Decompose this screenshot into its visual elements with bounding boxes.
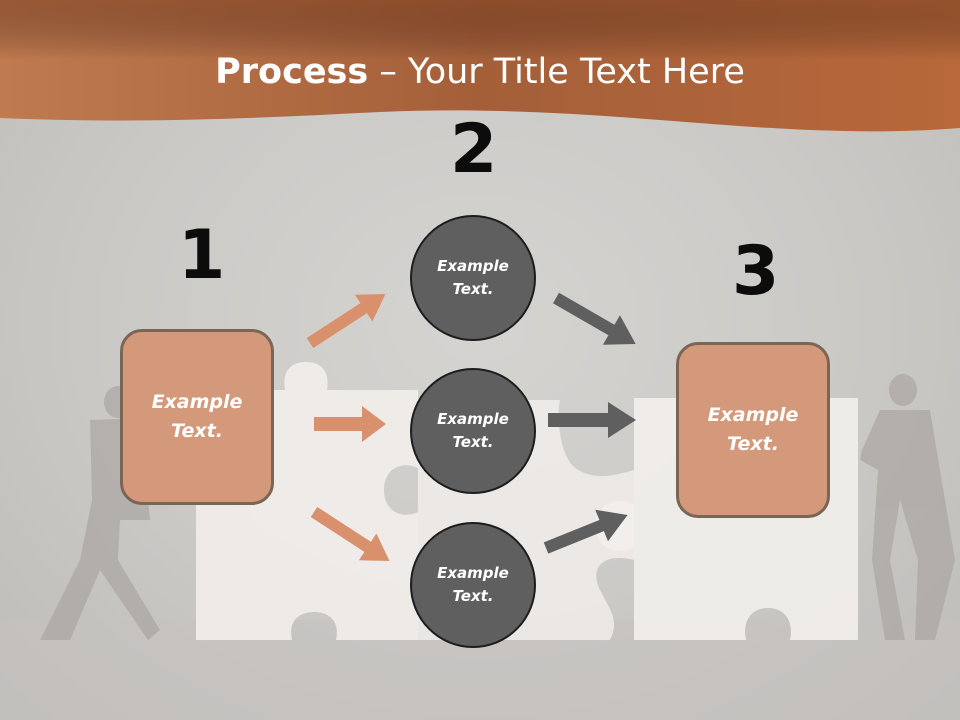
title-rest: – Your Title Text Here — [368, 52, 745, 92]
circle-bottom-line2: Text. — [452, 587, 494, 605]
box-left-line2: Text. — [171, 420, 223, 442]
arrow-up-right-gray — [543, 509, 628, 554]
arrow-up-right-orange — [306, 293, 386, 349]
arrow-right-gray — [548, 402, 636, 438]
step-number-1: 1 — [178, 216, 226, 295]
step-number-3: 3 — [732, 232, 780, 311]
figure-right — [860, 374, 955, 640]
step-box-right[interactable]: Example Text. — [676, 342, 830, 518]
step-number-2: 2 — [450, 110, 498, 189]
step-circle-middle[interactable]: Example Text. — [410, 368, 536, 494]
step-circle-top[interactable]: Example Text. — [410, 215, 536, 341]
box-left-line1: Example — [151, 391, 243, 413]
step-box-left[interactable]: Example Text. — [120, 329, 274, 505]
step-circle-bottom[interactable]: Example Text. — [410, 522, 536, 648]
arrow-down-right-gray — [553, 292, 636, 345]
arrow-right-orange — [314, 406, 386, 442]
box-right-line1: Example — [707, 404, 799, 426]
circle-bottom-line1: Example — [437, 564, 509, 582]
circle-middle-line2: Text. — [452, 433, 494, 451]
arrow-down-right-orange — [310, 506, 390, 562]
circle-top-line1: Example — [437, 257, 509, 275]
box-right-line2: Text. — [727, 433, 779, 455]
slide-title: Process – Your Title Text Here — [0, 52, 960, 92]
title-bold: Process — [215, 52, 369, 92]
circle-top-line2: Text. — [452, 280, 494, 298]
circle-middle-line1: Example — [437, 410, 509, 428]
